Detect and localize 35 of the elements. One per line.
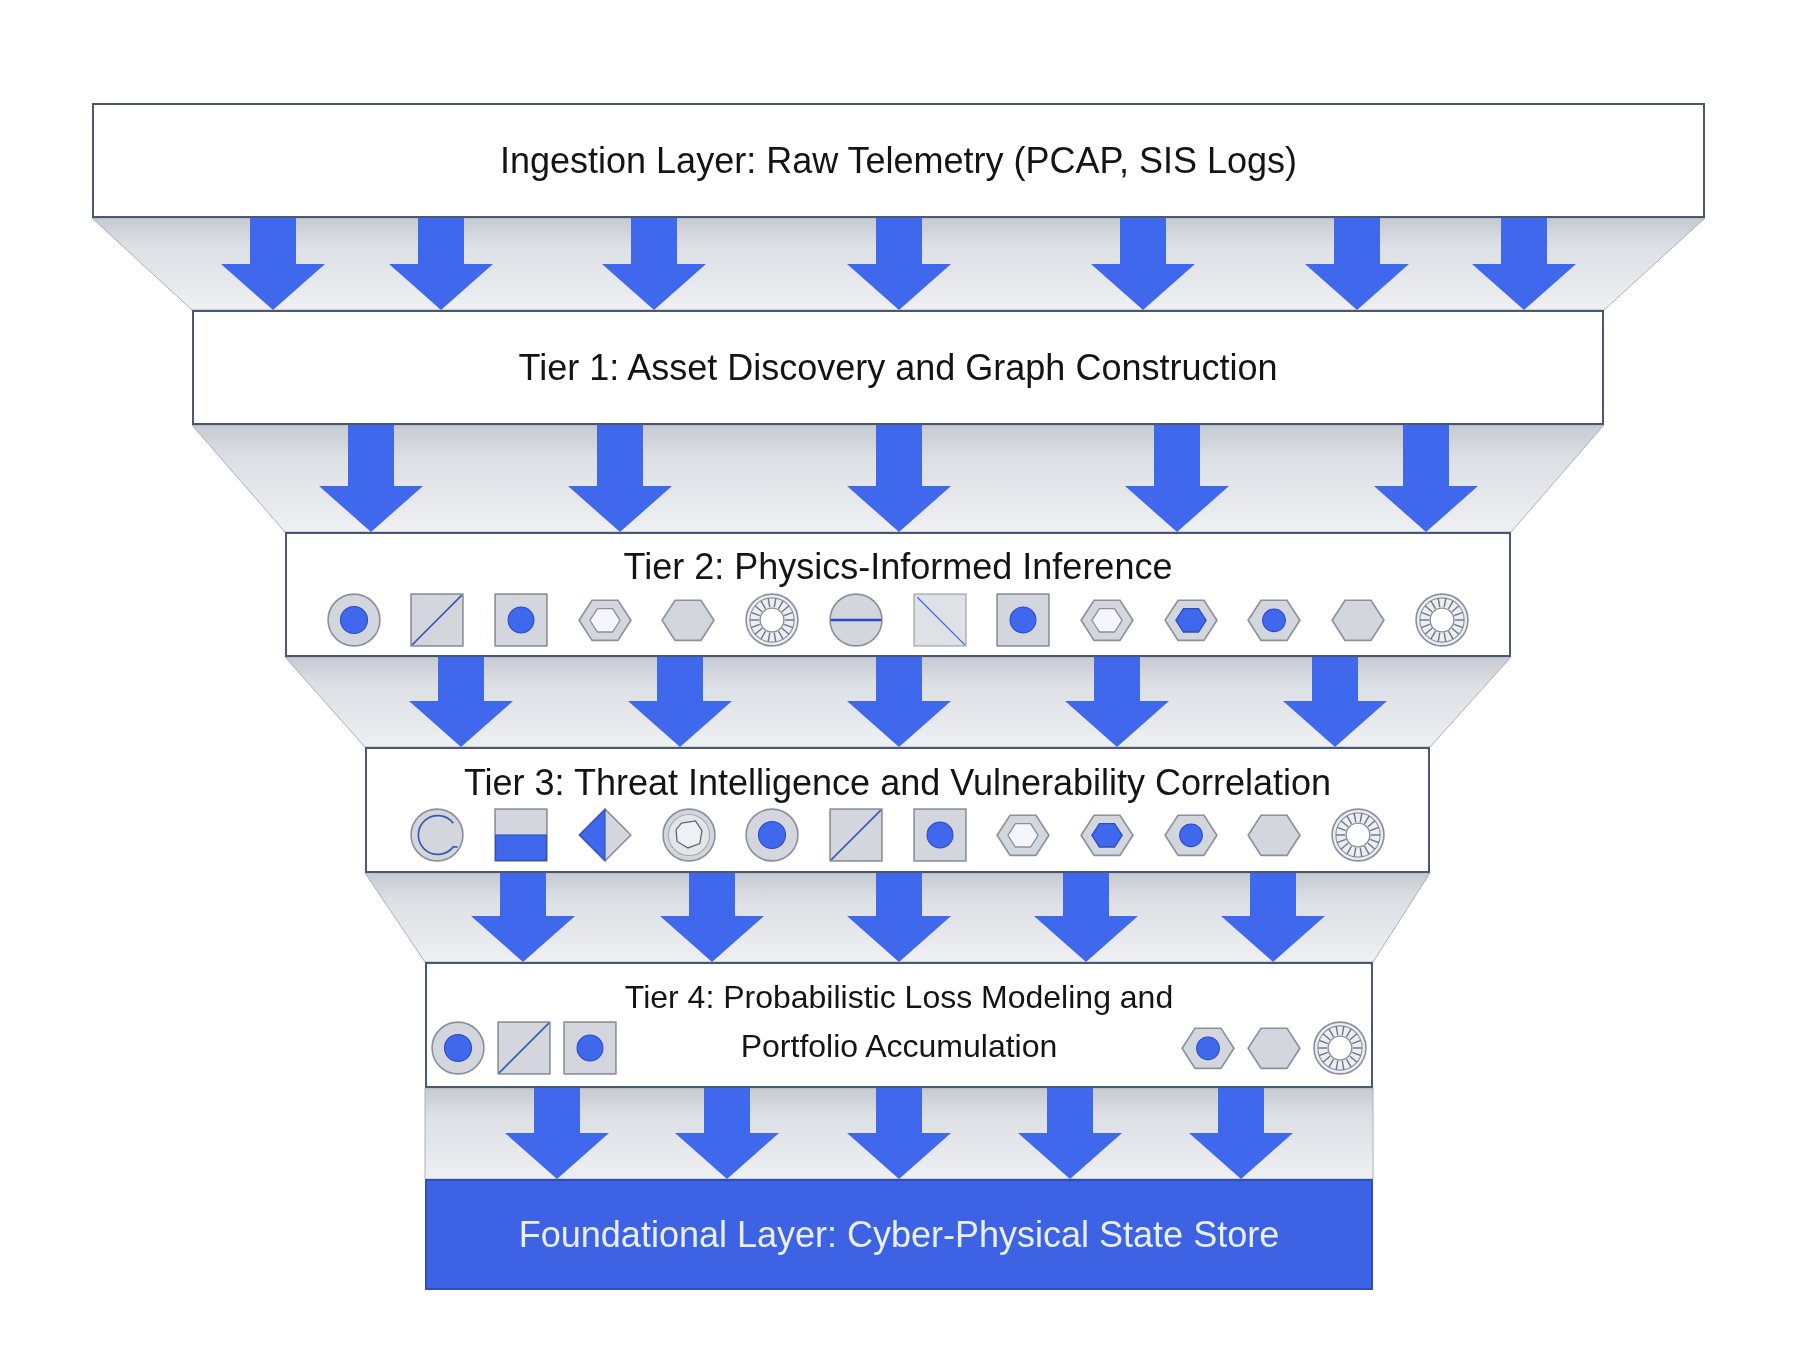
layer-box [92,103,1705,218]
layer-title: Foundational Layer: Cyber-Physical State Store [518,1213,1280,1256]
arrow [1221,873,1325,962]
arrow [389,218,493,310]
arrow [1065,657,1169,747]
layer-box [425,962,1373,1088]
layer-title: Tier 3: Threat Intelligence and Vulnerability Correlation [463,762,1332,804]
layer-box [192,310,1604,425]
layer-title: Tier 4: Probabilistic Loss Modeling and Portfolio Accumulation [623,978,1175,1066]
arrow [505,1088,609,1179]
layer-box [285,532,1511,657]
arrow [602,218,706,310]
layer-title: Ingestion Layer: Raw Telemetry (PCAP, SIS Logs) [500,139,1297,182]
arrow [628,657,732,747]
arrow [847,873,951,962]
arrow [675,1088,779,1179]
arrow [847,425,951,532]
arrow [1125,425,1229,532]
arrow [221,218,325,310]
arrow [1305,218,1409,310]
layer-box [365,747,1430,873]
layer-title: Tier 1: Asset Discovery and Graph Construction [518,346,1278,389]
arrow [847,1088,951,1179]
arrow [660,873,764,962]
layer-title: Tier 2: Physics-Informed Inference [623,546,1173,588]
arrow [847,657,951,747]
arrow [471,873,575,962]
arrow [1018,1088,1122,1179]
arrow [1189,1088,1293,1179]
layer-box [425,1179,1373,1290]
arrow [1091,218,1195,310]
arrow [568,425,672,532]
arrow [1034,873,1138,962]
arrow [1472,218,1576,310]
arrow [847,218,951,310]
